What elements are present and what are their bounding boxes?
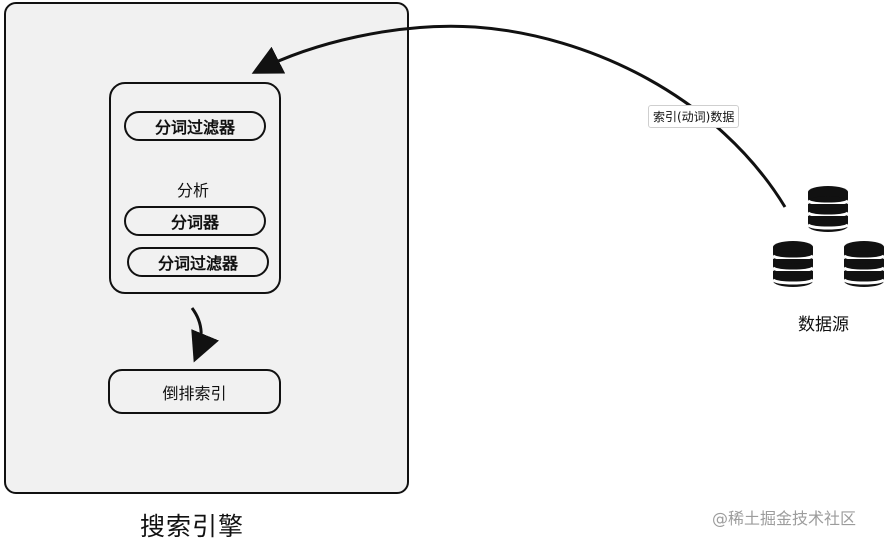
bottom-token-filter-node: 分词过滤器 [127, 247, 269, 277]
bottom-token-filter-label: 分词过滤器 [157, 254, 238, 273]
top-token-filter-node: 分词过滤器 [124, 111, 266, 141]
database-icon [843, 241, 885, 287]
tokenizer-node: 分词器 [124, 206, 266, 236]
database-icon [772, 241, 814, 287]
top-token-filter-label: 分词过滤器 [154, 118, 235, 137]
inverted-index-node: 倒排索引 [108, 369, 281, 414]
inverted-index-label: 倒排索引 [162, 383, 227, 403]
indexing-edge-label: 索引(动词)数据 [648, 105, 740, 128]
data-source-label: 数据源 [798, 315, 849, 335]
database-icon [807, 186, 849, 232]
watermark-text: @稀土掘金技术社区 [712, 509, 857, 528]
search-engine-title: 搜索引擎 [140, 512, 245, 541]
analysis-label: 分析 [177, 181, 210, 200]
tokenizer-label: 分词器 [170, 213, 219, 232]
